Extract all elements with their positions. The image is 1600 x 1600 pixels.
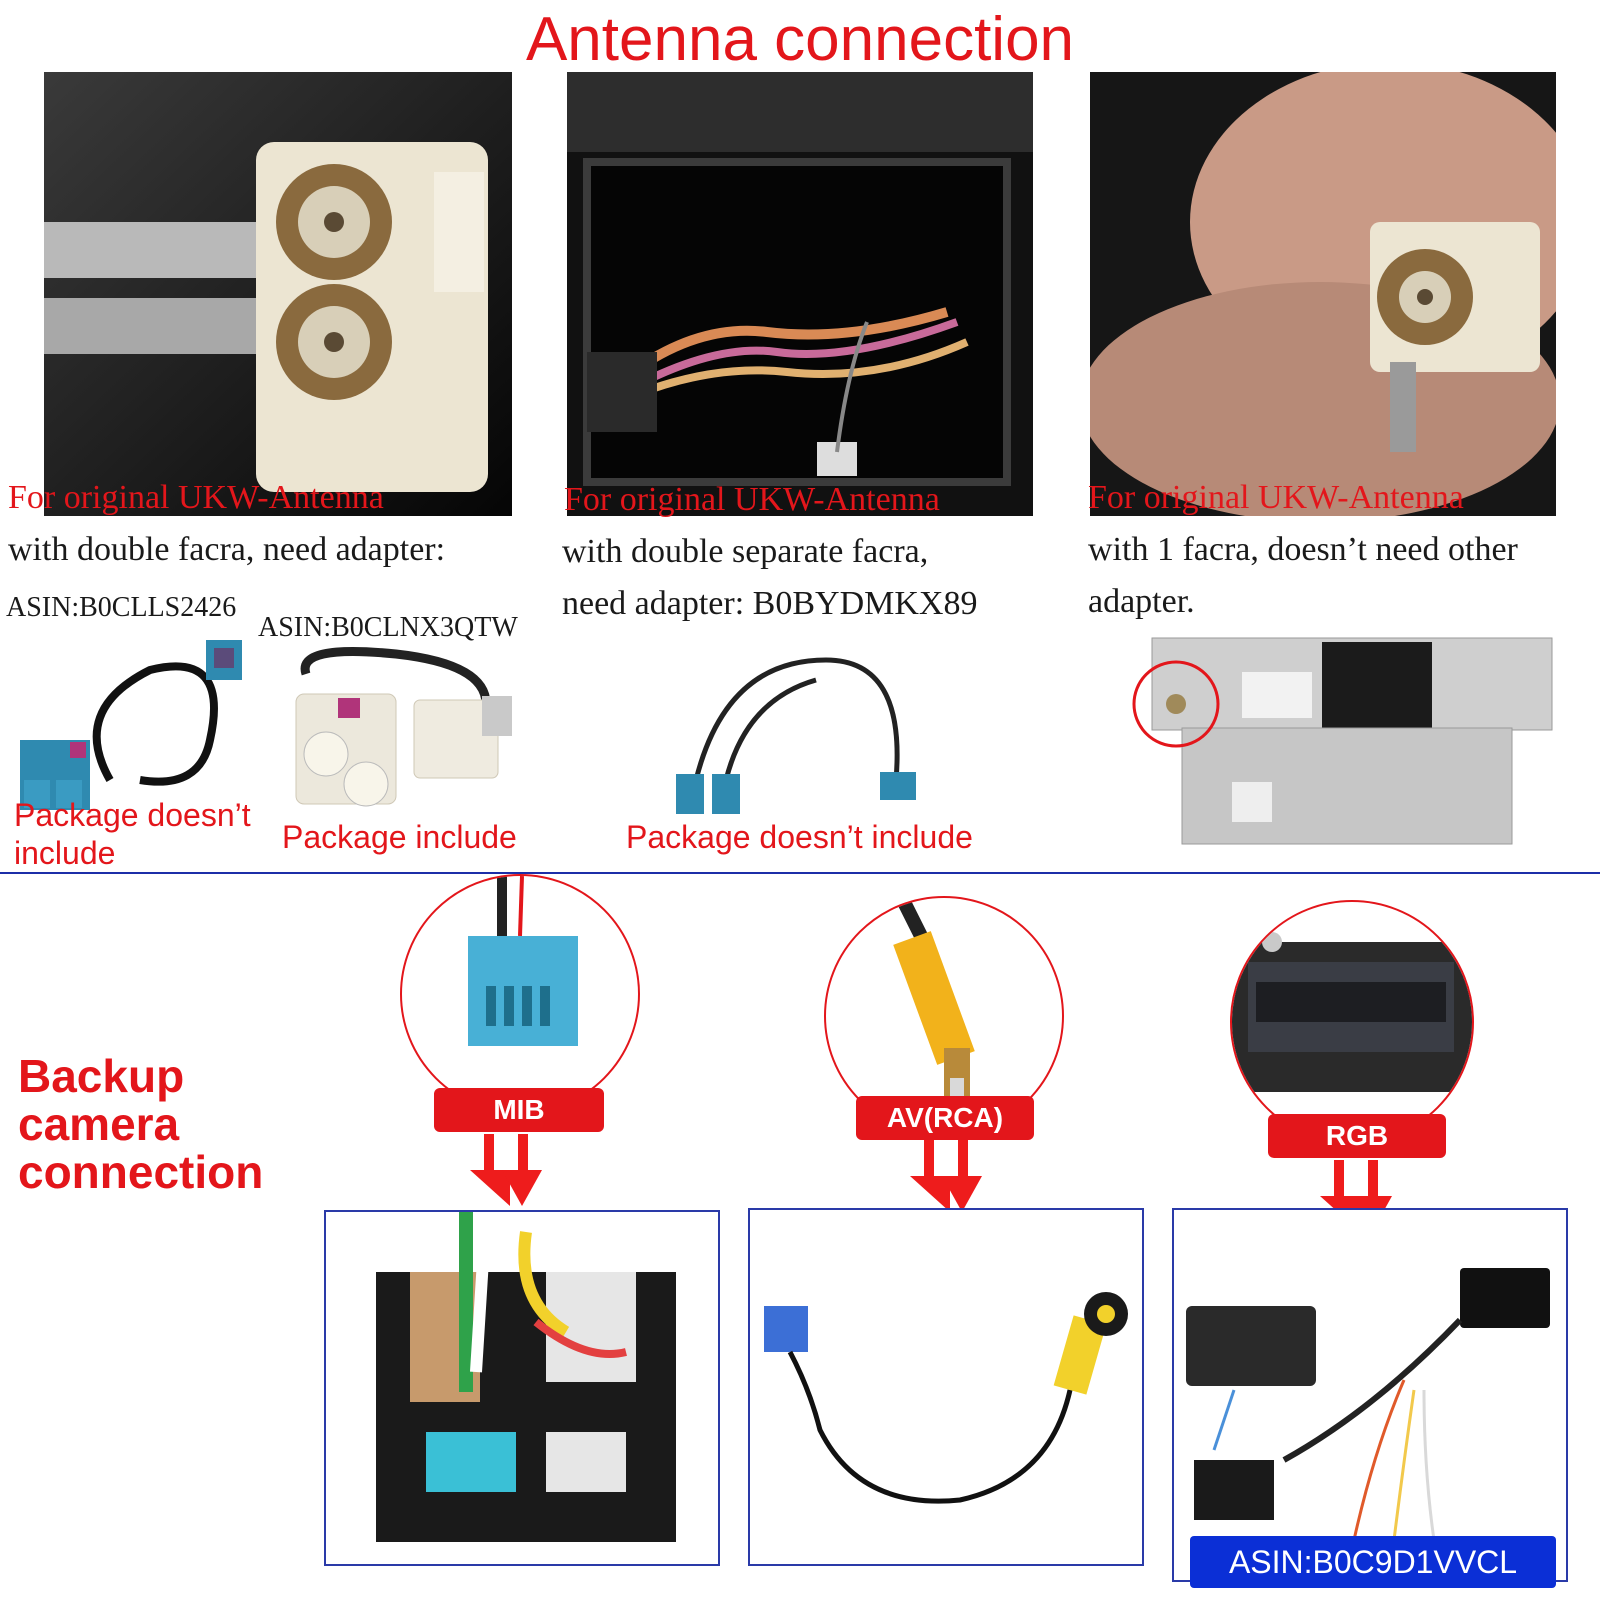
pkg-a-line2: include (14, 835, 116, 871)
col3-caption-line1: with 1 facra, doesn’t need other (1088, 531, 1518, 568)
backup-title-line1: Backup (18, 1050, 185, 1102)
col3-caption-line2: adapter. (1088, 583, 1195, 620)
rca-box (748, 1208, 1144, 1566)
rgb-asin-label: ASIN:B0C9D1VVCL (1190, 1536, 1556, 1588)
backup-title-line2: camera (18, 1098, 180, 1150)
col1-asin-a: ASIN:B0CLLS2426 (6, 592, 237, 623)
double-separate-facra-adapter-image (676, 657, 916, 814)
head-unit-image (1112, 632, 1580, 848)
col1-caption-red: For original UKW-Antenna (8, 479, 384, 516)
col1-caption-line: with double facra, need adapter: (8, 531, 446, 568)
mib-tag: MIB (434, 1088, 604, 1132)
pkg-a-line1: Package doesn’t (14, 797, 251, 833)
col2-caption-red: For original UKW-Antenna (564, 481, 940, 518)
backup-title-line3: connection (18, 1146, 264, 1198)
col2-caption-line1: with double separate facra, (562, 533, 929, 570)
section-divider (0, 872, 1600, 874)
blue-facra-adapter-image (20, 640, 242, 810)
pkg-c: Package doesn’t include (626, 819, 973, 855)
col3-caption-red: For original UKW-Antenna (1088, 479, 1464, 516)
rgb-connector-image (1232, 932, 1472, 1092)
mib-connector-circle (400, 874, 640, 1114)
mib-harness-image (376, 1212, 676, 1542)
antenna-title: Antenna connection (525, 5, 1075, 74)
adapter-c-image (666, 640, 946, 820)
double-facra-connector-image (44, 72, 512, 516)
double-down-arrow-icon (470, 1134, 542, 1206)
photo-double-facra (44, 72, 512, 516)
backup-title: Backup camera connection (18, 1052, 263, 1196)
rgb-connector-circle (1230, 900, 1474, 1144)
photo-single-facra (1090, 72, 1556, 516)
pkg-b: Package include (282, 819, 517, 855)
rgb-box (1172, 1208, 1568, 1582)
mib-box (324, 1210, 720, 1566)
adapter-a-image (10, 630, 260, 820)
double-down-arrow-icon (910, 1140, 982, 1212)
mib-arrow-icon (470, 1134, 550, 1206)
rca-tag: AV(RCA) (856, 1096, 1034, 1140)
photo-dashboard-wiring (567, 72, 1033, 516)
rca-arrow-icon (910, 1140, 990, 1212)
col1-asin-b: ASIN:B0CLNX3QTW (258, 612, 518, 643)
rgb-tag: RGB (1268, 1114, 1446, 1158)
rca-adapter-image (764, 1292, 1128, 1504)
dashboard-wiring-image (567, 72, 1033, 516)
head-unit-back-image (1132, 637, 1553, 845)
rgb-decoder-harness-image (1186, 1268, 1550, 1541)
white-facra-adapter-image (295, 647, 512, 807)
single-facra-connector-image (1090, 72, 1556, 516)
mib-connector-image (468, 876, 578, 1046)
adapter-b-image (286, 644, 526, 814)
col2-caption-line2: need adapter: B0BYDMKX89 (562, 585, 978, 622)
